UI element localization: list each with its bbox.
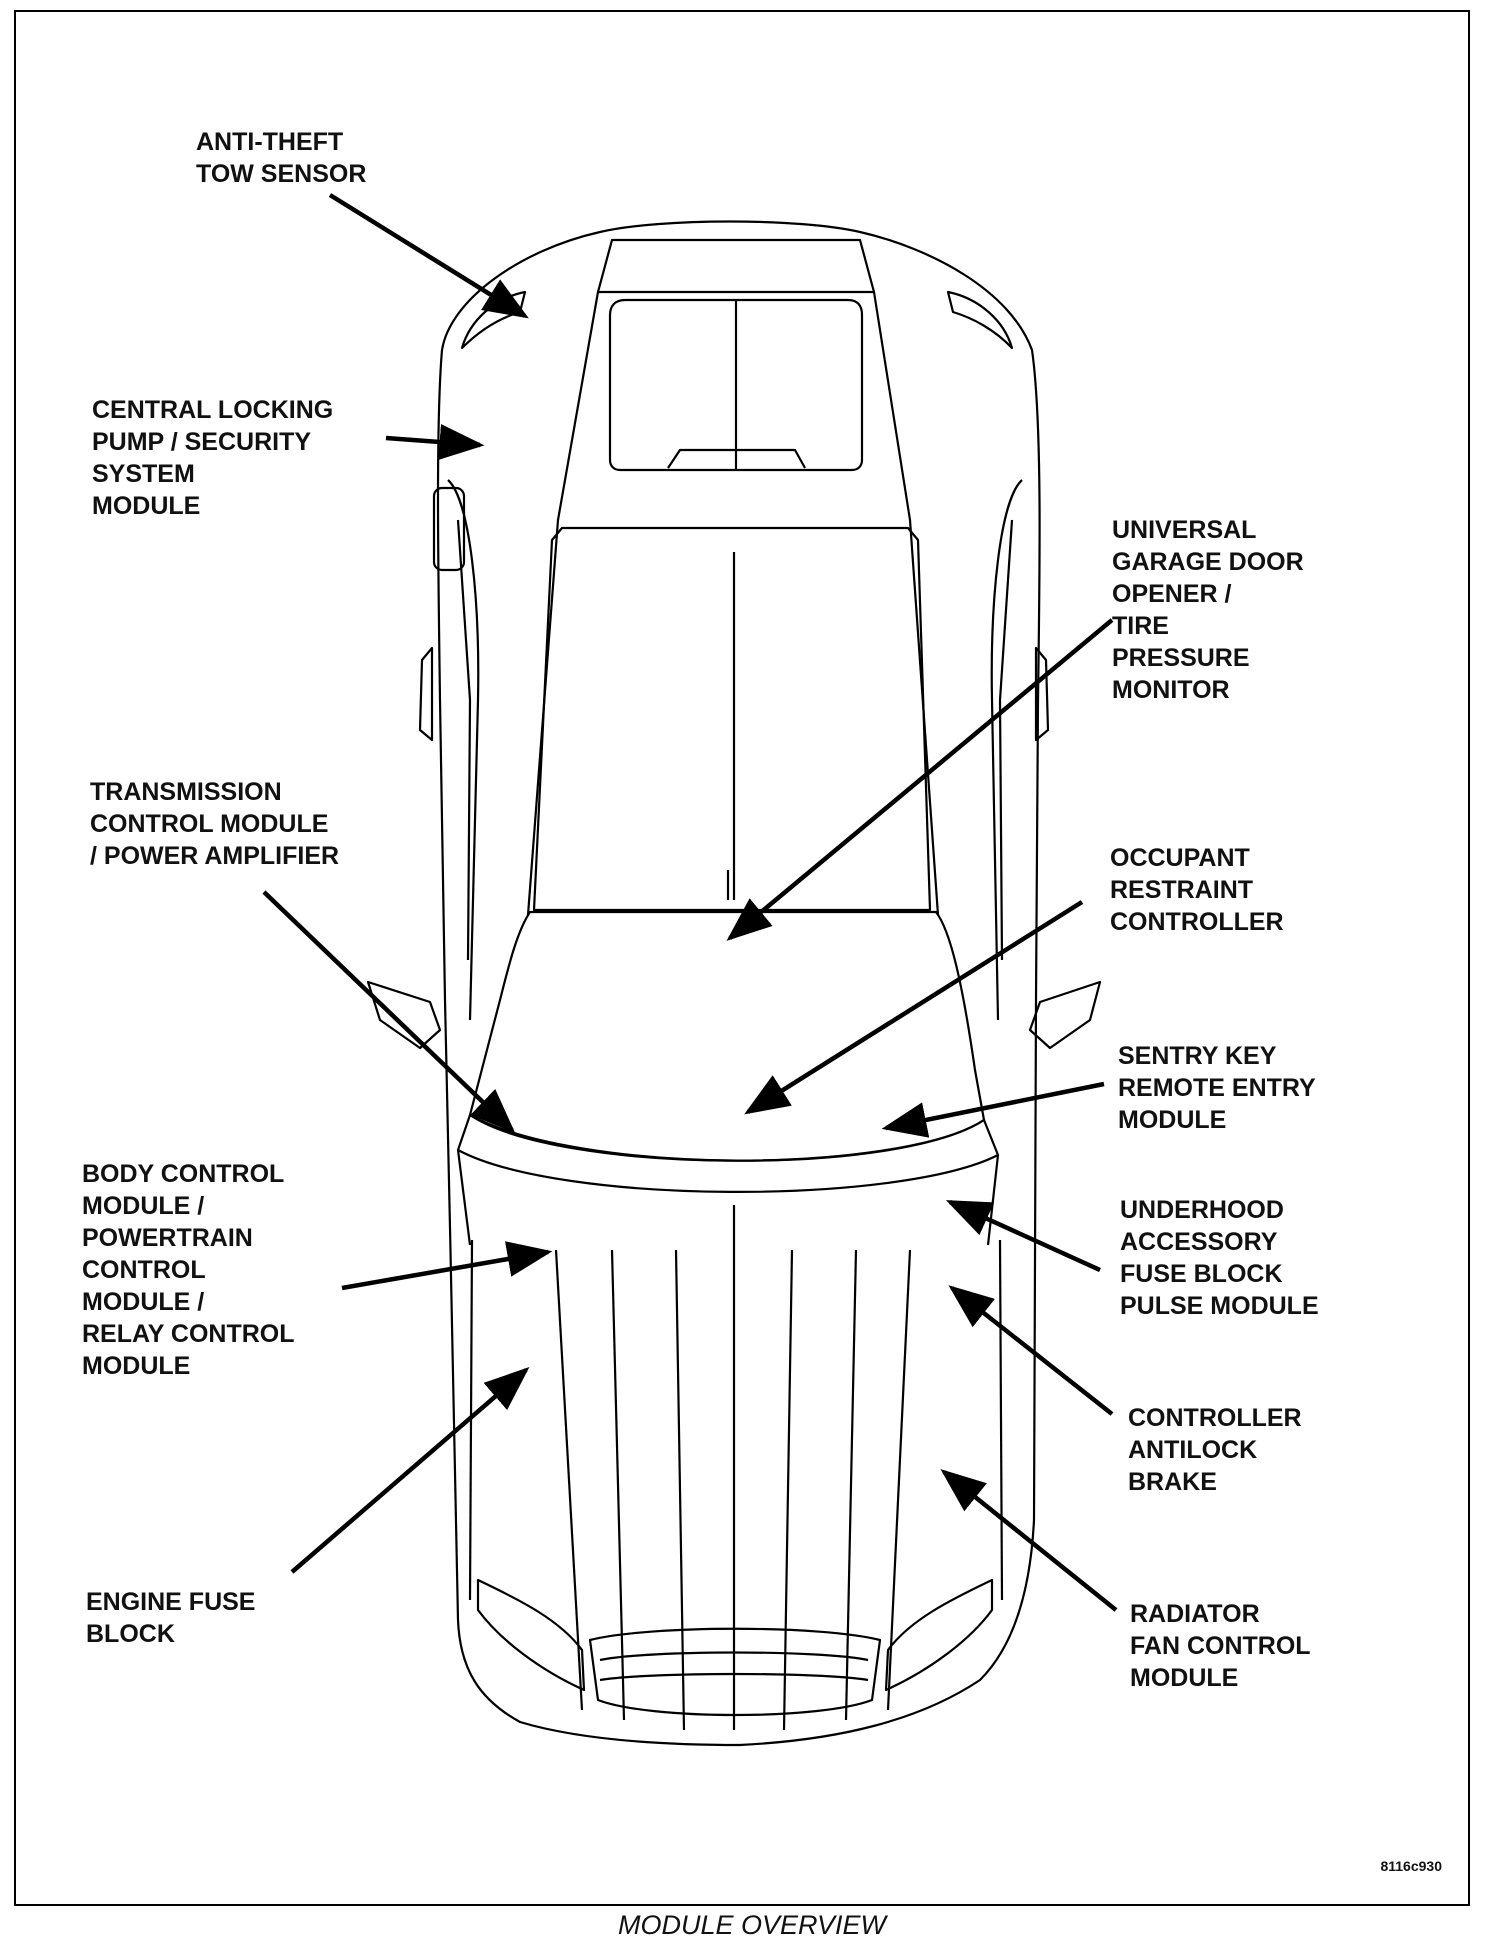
label-body-control-module: BODY CONTROL MODULE / POWERTRAIN CONTROL…	[82, 1160, 295, 1380]
rear-window	[608, 298, 864, 472]
label-controller-antilock: CONTROLLER ANTILOCK BRAKE	[1128, 1404, 1302, 1496]
label-engine-fuse-block: ENGINE FUSE BLOCK	[86, 1588, 256, 1648]
hood	[456, 1149, 472, 1246]
left-mirror	[366, 980, 442, 1050]
label-universal-garage-door: UNIVERSAL GARAGE DOOR OPENER / TIRE PRES…	[1112, 516, 1304, 704]
arrow-anti-theft	[328, 193, 529, 319]
label-underhood-accessory: UNDERHOOD ACCESSORY FUSE BLOCK PULSE MOD…	[1120, 1196, 1319, 1320]
label-sentry-key: SENTRY KEY REMOTE ENTRY MODULE	[1118, 1042, 1316, 1134]
label-occupant-restraint: OCCUPANT RESTRAINT CONTROLLER	[1110, 844, 1284, 936]
label-transmission-control: TRANSMISSION CONTROL MODULE / POWER AMPL…	[90, 778, 340, 870]
arrow-transmission	[262, 890, 516, 1134]
car-body	[436, 220, 1041, 1747]
arrow-sentry-key	[881, 1081, 1105, 1138]
label-central-locking: CENTRAL LOCKING PUMP / SECURITY SYSTEM M…	[92, 396, 334, 520]
arrow-body-control	[341, 1241, 553, 1291]
label-anti-theft-tow-sensor: ANTI-THEFT TOW SENSOR	[196, 128, 367, 188]
arrow-central-locking	[385, 424, 485, 460]
roof	[532, 526, 932, 912]
arrow-engine-fuse	[290, 1367, 530, 1574]
left-headlight	[476, 1578, 586, 1692]
arrow-occupant-restraint	[744, 900, 1084, 1115]
grille	[588, 1627, 882, 1717]
arrow-radiator	[940, 1469, 1118, 1612]
right-headlight	[884, 1578, 994, 1692]
arrow-antilock	[948, 1285, 1114, 1416]
label-radiator-fan-control: RADIATOR FAN CONTROL MODULE	[1130, 1600, 1311, 1692]
arrow-underhood	[945, 1199, 1101, 1273]
figure-id: 8116c930	[1380, 1858, 1442, 1874]
arrow-universal-garage	[726, 618, 1114, 941]
diagram-frame	[14, 10, 1470, 1906]
callout-arrows	[262, 193, 1118, 1612]
right-mirror	[1028, 980, 1102, 1050]
car-outline	[366, 220, 1102, 1747]
figure-caption: MODULE OVERVIEW	[617, 1910, 887, 1940]
